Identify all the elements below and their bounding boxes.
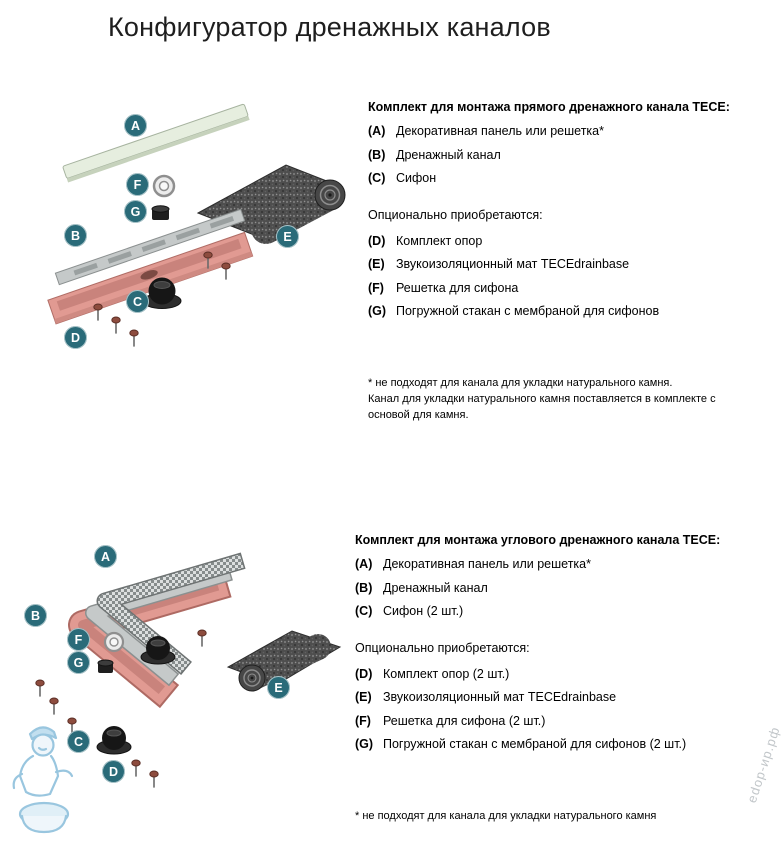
item-text: Погружной стакан с мембраной для сифонов…	[383, 737, 687, 751]
marker-A-straight: A	[124, 114, 147, 137]
straight-kit-footnote: * не подходят для канала для укладки нат…	[368, 377, 716, 422]
item-letter: (B)	[368, 147, 386, 162]
immersion-cup	[97, 659, 114, 673]
marker-G-corner: G	[67, 651, 90, 674]
item-letter: (A)	[355, 557, 373, 572]
optional-item-d: (D) Комплект опор	[368, 234, 773, 248]
item-text: Сифон (2 шт.)	[383, 604, 464, 619]
item-text: Решетка для сифона (2 шт.)	[383, 713, 546, 728]
marker-D-corner: D	[102, 760, 125, 783]
item-letter: (C)	[368, 171, 386, 186]
optional-item-f: (F) Решетка для сифона	[368, 281, 773, 295]
corner-channel-tray	[68, 568, 232, 709]
kit-item-b: (B) Дренажный канал	[355, 581, 760, 595]
marker-F-corner: F	[67, 628, 90, 651]
item-letter: (F)	[368, 280, 384, 295]
item-text: Сифон	[396, 171, 437, 186]
optional-item-g: (G) Погружной стакан с мембраной для сиф…	[368, 304, 773, 318]
marker-B-corner: B	[24, 604, 47, 627]
item-text: Комплект опор (2 шт.)	[383, 666, 510, 681]
kit-item-a: (A) Декоративная панель или решетка*	[368, 124, 773, 138]
kit-item-a: (A) Декоративная панель или решетка*	[355, 557, 760, 571]
siphon-grate-ring	[152, 174, 176, 198]
straight-channel-illustration: A F G B E C D	[40, 95, 360, 365]
optional-item-g: (G) Погружной стакан с мембраной для сиф…	[355, 737, 760, 751]
channel-grate-strip	[54, 208, 246, 286]
marker-G-straight: G	[124, 200, 147, 223]
support-screws	[35, 629, 207, 788]
item-letter: (E)	[368, 257, 385, 272]
siphon-2	[96, 726, 132, 755]
decorative-panel	[62, 103, 250, 183]
plumber-mascot-illustration	[6, 718, 90, 836]
page-title: Конфигуратор дренажных каналов	[108, 12, 551, 42]
immersion-cup	[151, 205, 170, 220]
item-text: Звукоизоляционный мат TECEdrainbase	[383, 690, 617, 705]
marker-A-corner: A	[94, 545, 117, 568]
item-text: Погружной стакан с мембраной для сифонов	[396, 304, 660, 318]
item-letter: (E)	[355, 690, 372, 705]
item-letter: (G)	[355, 737, 374, 751]
marker-E-straight: E	[276, 225, 299, 248]
item-text: Дренажный канал	[383, 580, 488, 595]
marker-C-straight: C	[126, 290, 149, 313]
marker-B-straight: B	[64, 224, 87, 247]
optional-item-e: (E) Звукоизоляционный мат TECEdrainbase	[368, 257, 773, 271]
item-letter: (B)	[355, 580, 373, 595]
optional-item-f: (F) Решетка для сифона (2 шт.)	[355, 714, 760, 728]
straight-channel-exploded-view	[47, 103, 346, 347]
optional-item-d: (D) Комплект опор (2 шт.)	[355, 667, 760, 681]
corner-kit-footnote: * не подходят для канала для укладки нат…	[355, 810, 657, 823]
soundproof-mat	[226, 630, 342, 692]
optional-item-e: (E) Звукоизоляционный мат TECEdrainbase	[355, 690, 760, 704]
item-text: Решетка для сифона	[396, 280, 519, 295]
marker-D-straight: D	[64, 326, 87, 349]
optional-heading: Опционально приобретаются:	[368, 207, 543, 222]
kit-item-c: (C) Сифон	[368, 171, 773, 185]
marker-F-straight: F	[126, 173, 149, 196]
corner-channel-exploded-view	[35, 552, 342, 788]
corner-kit-heading: Комплект для монтажа углового дренажного…	[355, 533, 721, 547]
item-text: Декоративная панель или решетка*	[396, 124, 604, 139]
item-text: Комплект опор	[396, 233, 483, 248]
marker-C-corner: C	[67, 730, 90, 753]
item-letter: (G)	[368, 304, 387, 318]
straight-kit-text: Комплект для монтажа прямого дренажного …	[368, 100, 773, 424]
marker-E-corner: E	[267, 676, 290, 699]
support-screws	[93, 251, 231, 347]
item-letter: (A)	[368, 124, 386, 139]
kit-item-c: (C) Сифон (2 шт.)	[355, 604, 760, 618]
item-text: Звукоизоляционный мат TECEdrainbase	[396, 257, 630, 272]
item-letter: (D)	[355, 666, 373, 681]
siphon-1	[140, 636, 176, 665]
item-letter: (D)	[368, 233, 386, 248]
plumber-mascot-drawing	[12, 726, 74, 834]
item-text: Дренажный канал	[396, 147, 501, 162]
kit-item-b: (B) Дренажный канал	[368, 148, 773, 162]
item-letter: (F)	[355, 713, 371, 728]
corner-channel-illustration: A B F G E C D	[10, 535, 350, 815]
item-text: Декоративная панель или решетка*	[383, 557, 591, 572]
item-letter: (C)	[355, 604, 373, 619]
corner-kit-text: Комплект для монтажа углового дренажного…	[355, 533, 760, 825]
optional-heading: Опционально приобретаются:	[355, 640, 530, 655]
siphon-grate-ring	[103, 631, 125, 653]
straight-kit-heading: Комплект для монтажа прямого дренажного …	[368, 100, 730, 114]
